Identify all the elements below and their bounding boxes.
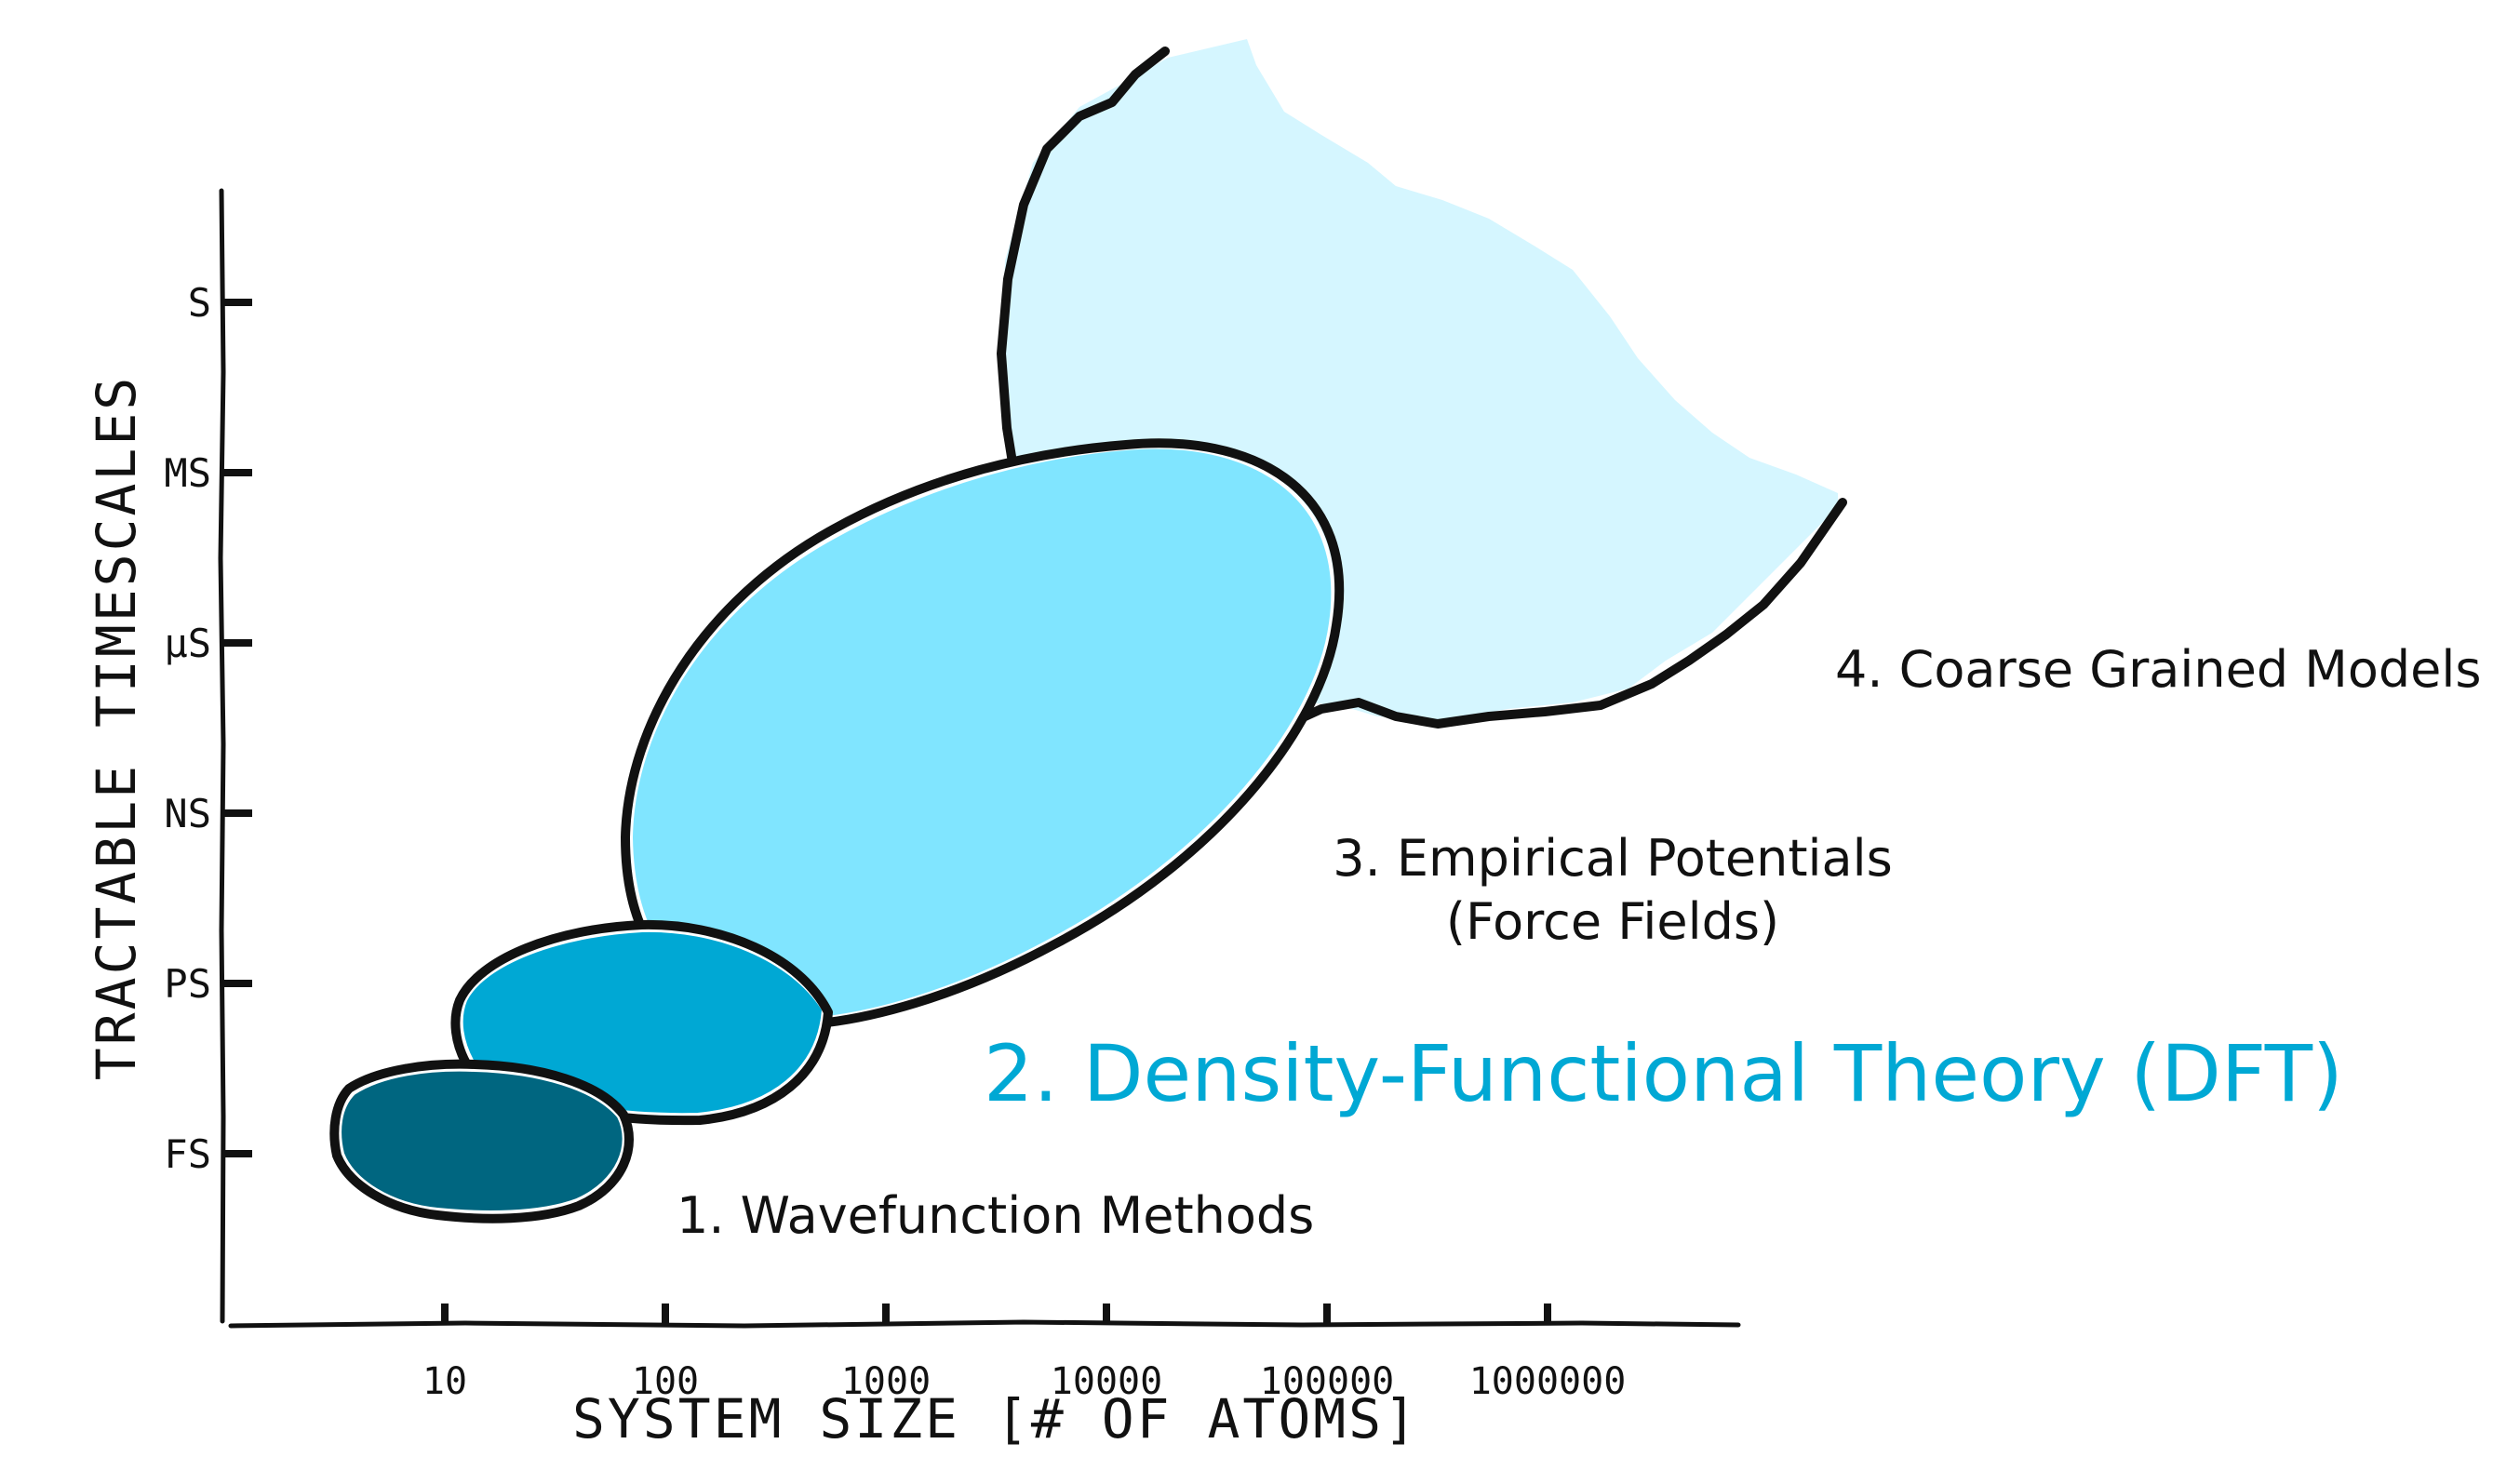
region-wavefunction-outline [329, 1059, 634, 1223]
x-tick-label-10: 10 [422, 1360, 467, 1403]
region-wavefunction [329, 1059, 634, 1223]
x-axis-label: SYSTEM SIZE [# OF ATOMS] [572, 1387, 1419, 1451]
y-tick-label-3: μS [164, 621, 211, 666]
region-labels: 1. Wavefunction Methods 2. Density-Funct… [677, 640, 2482, 1245]
y-tick-label-1: PS [164, 961, 211, 1007]
x-axis-line [228, 1319, 1741, 1329]
y-tick-label-4: MS [164, 450, 211, 496]
y-tick-label-2: NS [164, 791, 211, 836]
x-ticks: 10 100 1000 10000 100000 1000000 [422, 1304, 1626, 1403]
label-empirical-line-2: (Force Fields) [1446, 892, 1779, 951]
label-wavefunction: 1. Wavefunction Methods [677, 1186, 1314, 1245]
x-tick-label-1000: 1000 [841, 1360, 931, 1403]
label-empirical-line-1: 3. Empirical Potentials [1333, 829, 1893, 888]
y-ticks: FS PS NS μS MS S [164, 280, 252, 1177]
y-tick-label-0: FS [164, 1131, 211, 1177]
region-wavefunction-fill [338, 1067, 626, 1214]
x-tick-label-1000000: 1000000 [1469, 1360, 1627, 1403]
y-axis-label: TRACTABLE TIMESCALES [85, 375, 148, 1080]
region-empirical-fill [628, 445, 1335, 1022]
x-tick-label-100000: 100000 [1260, 1360, 1395, 1403]
x-tick-label-100: 100 [632, 1360, 699, 1403]
label-coarse-grained: 4. Coarse Grained Models [1835, 640, 2482, 699]
x-tick-label-10000: 10000 [1051, 1360, 1162, 1403]
y-axis-line [218, 188, 226, 1324]
y-tick-label-5: S [188, 280, 211, 326]
label-dft: 2. Density-Functional Theory (DFT) [984, 1028, 2343, 1119]
